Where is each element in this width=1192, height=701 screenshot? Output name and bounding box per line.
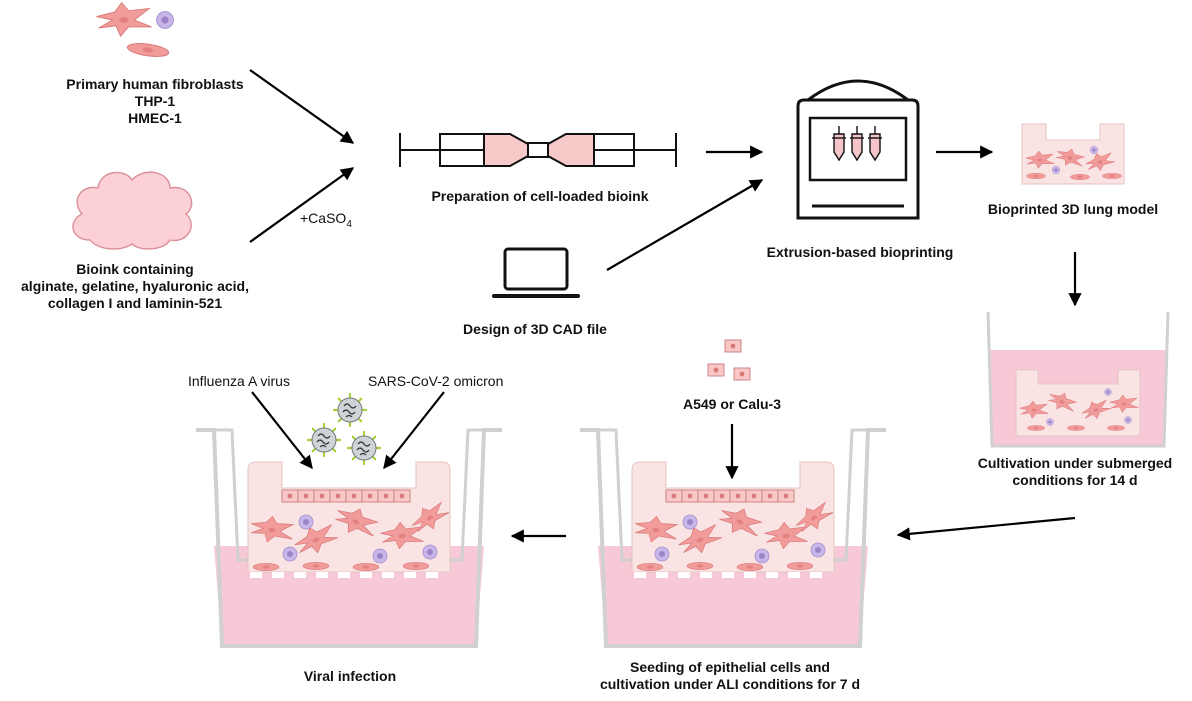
bioink-cloud-icon xyxy=(72,171,193,250)
printing-label: Extrusion-based bioprinting xyxy=(766,244,954,260)
infection-well-icon xyxy=(196,428,502,648)
epithelial-cells-icon xyxy=(707,339,751,381)
bioink-label: Bioink containing alginate, gelatine, hy… xyxy=(0,261,270,312)
submerged-line-1: Cultivation under submerged xyxy=(977,455,1173,471)
seeding-line-2: cultivation under ALI conditions for 7 d xyxy=(599,676,861,692)
bioink-line-3: collagen I and laminin-521 xyxy=(47,295,223,311)
bioprinter-icon xyxy=(796,79,920,220)
caso4-subscript: 4 xyxy=(346,218,352,230)
model-label: Bioprinted 3D lung model xyxy=(987,201,1159,217)
cell-source-3: HMEC-1 xyxy=(128,110,182,126)
arrow-cad-to-printer xyxy=(606,179,764,271)
infection-label: Viral infection xyxy=(303,668,397,684)
bioink-line-1: Bioink containing xyxy=(76,261,194,277)
cell-source-2: THP-1 xyxy=(134,93,176,109)
arrow-submerged-to-ali xyxy=(896,516,1076,541)
caso4-label: +CaSO4 xyxy=(300,210,352,233)
cell-source-1: Primary human fibroblasts xyxy=(66,76,244,92)
epithelial-label: A549 or Calu-3 xyxy=(682,396,782,412)
seeding-label: Seeding of epithelial cells and cultivat… xyxy=(565,659,895,693)
syringe-coupler-icon xyxy=(399,133,677,167)
caso4-prefix: +CaSO xyxy=(300,210,347,226)
bioprinted-model-icon xyxy=(1021,123,1125,185)
influenza-label: Influenza A virus xyxy=(188,373,290,389)
preparation-label: Preparation of cell-loaded bioink xyxy=(431,188,649,204)
cell-sources-label: Primary human fibroblasts THP-1 HMEC-1 xyxy=(20,76,290,127)
arrow-cells-to-bioink xyxy=(249,69,355,144)
submerged-well-icon xyxy=(986,311,1170,448)
seeding-line-1: Seeding of epithelial cells and xyxy=(630,659,830,675)
virus-particles-icon xyxy=(306,392,382,466)
bioink-line-2: alginate, gelatine, hyaluronic acid, xyxy=(21,278,249,294)
sars-label: SARS-CoV-2 omicron xyxy=(368,373,504,389)
arrow-bioink-to-mixing xyxy=(249,167,355,243)
cad-label: Design of 3D CAD file xyxy=(463,321,607,337)
arrow-influenza xyxy=(251,391,313,470)
arrow-sars xyxy=(383,391,445,470)
laptop-icon xyxy=(492,247,580,298)
fibroblast-cells-icon xyxy=(95,2,174,60)
submerged-label: Cultivation under submerged conditions f… xyxy=(955,455,1192,489)
ali-well-icon xyxy=(580,428,886,648)
submerged-line-2: conditions for 14 d xyxy=(1012,472,1138,488)
